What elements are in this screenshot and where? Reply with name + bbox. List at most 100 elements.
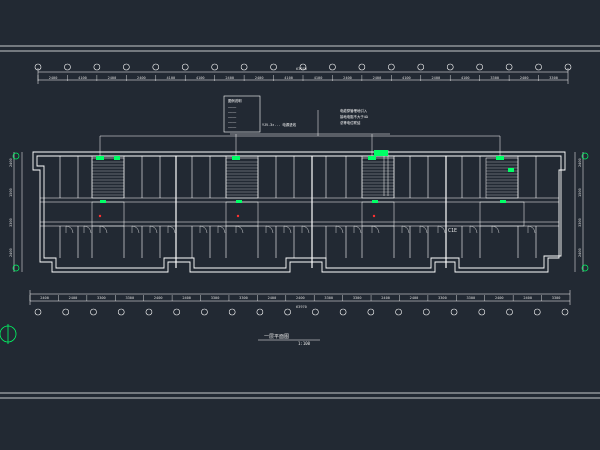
corridor-walls [40, 197, 559, 227]
north-arrow-icon [0, 324, 17, 344]
dim-label: 4100 [461, 76, 470, 80]
dim-label: 4100 [284, 76, 293, 80]
dim-label: 1500 [578, 188, 582, 197]
dim-label: 2400 [523, 296, 532, 300]
door-swing [419, 225, 428, 234]
axis-bubble [299, 63, 307, 71]
door-swing [283, 225, 292, 234]
axis-bubble [564, 63, 572, 71]
dim-label: 2400 [343, 76, 352, 80]
dim-label: 4100 [78, 76, 87, 80]
dim-label: 2400 [40, 296, 49, 300]
dim-label: 2400 [182, 296, 191, 300]
door-swing [335, 225, 344, 234]
door-swing [301, 225, 310, 234]
legend-box: 图例说明 ———— ———— ———— ———— ———— [223, 95, 261, 133]
door-swing [371, 225, 380, 234]
door-swing [437, 225, 446, 234]
top-dim-labels: 2400 4100 2400 2400 4100 4100 2400 2400 4100 4100… [37, 75, 558, 81]
dim-label: 2400 [495, 296, 504, 300]
overall-dim-bottom: 63970 [296, 305, 307, 309]
axis-bubble [64, 63, 71, 71]
door-swing [83, 225, 92, 234]
axis-bubble [256, 308, 264, 316]
dim-label: 2400 [296, 296, 305, 300]
top-axis-bubbles [34, 63, 572, 71]
dim-label: 2400 [108, 76, 117, 80]
room-tag-c1e: C1E [448, 228, 457, 234]
dim-label: 3300 [549, 76, 558, 80]
axis-bubble [181, 63, 189, 71]
dim-label: 2400 [268, 296, 277, 300]
dim-label: 4100 [196, 76, 205, 80]
dim-label: 2400 [137, 76, 146, 80]
legend-line-2: ———— [228, 110, 237, 114]
axis-bubble [505, 63, 513, 71]
door-swing [167, 225, 176, 234]
legend-line-3: ———— [228, 115, 237, 119]
building-outline [32, 151, 566, 273]
door-swing [149, 225, 158, 234]
axis-bubble [34, 308, 42, 316]
dim-label: 4100 [402, 76, 411, 80]
axis-bubble [423, 308, 430, 316]
axis-bubble [506, 308, 513, 316]
dim-label: 3300 [578, 218, 582, 227]
dim-label: 3300 [211, 296, 220, 300]
dim-label: 2400 [410, 296, 419, 300]
legend-line-5: ———— [228, 125, 237, 129]
axis-bubble [476, 63, 483, 71]
axis-bubble [367, 308, 375, 316]
axis-bubble [145, 308, 153, 316]
dim-label: 3300 [552, 296, 561, 300]
axis-bubble [533, 308, 541, 316]
drawing-caption: 一层平面图 [264, 334, 289, 340]
dim-label: 4100 [314, 76, 323, 80]
dim-label: 3300 [97, 296, 106, 300]
axis-bubble [450, 308, 458, 316]
axis-bubble [240, 63, 248, 71]
dim-label: 2400 [9, 158, 13, 167]
right-note-1: 电缆穿管埋地引入 [340, 108, 368, 113]
axis-bubble [123, 63, 130, 71]
dim-label: 3300 [490, 76, 499, 80]
door-swing [131, 225, 140, 234]
dim-label: 3300 [438, 296, 447, 300]
axis-bubble [329, 63, 336, 71]
door-swings [65, 225, 536, 234]
door-swing [353, 225, 362, 234]
drawing-scale: 1:100 [298, 341, 311, 346]
partition-walls [59, 156, 537, 268]
legend-line-1: ———— [228, 105, 237, 109]
door-swing [527, 225, 536, 234]
door-swing [469, 225, 478, 234]
door-swing [217, 225, 226, 234]
left-dimension-chain [13, 152, 23, 272]
axis-bubble [395, 308, 402, 316]
axis-bubble [201, 308, 208, 316]
axis-bubble [152, 63, 160, 71]
dim-label: 2400 [381, 296, 390, 300]
door-swing [199, 225, 208, 234]
overall-dim-top: 63970 [296, 67, 307, 71]
left-axis-bubbles [12, 152, 20, 272]
dim-label: 3300 [467, 296, 476, 300]
axis-bubble [478, 308, 486, 316]
dim-label: 3300 [239, 296, 248, 300]
axis-bubble [339, 308, 347, 316]
right-dimension-chain [574, 152, 584, 272]
dim-label: 2400 [69, 296, 78, 300]
dim-label: 1500 [9, 188, 13, 197]
power-inlet-note: YJV-3×... 电源进线 [262, 122, 297, 127]
door-swing [401, 225, 410, 234]
bottom-dim-labels: 2400 2400 3300 3300 2400 2400 3300 3300 2400 2400… [29, 295, 561, 301]
dim-label: 2400 [49, 76, 58, 80]
green-devices [96, 150, 514, 203]
axis-bubble [417, 63, 425, 71]
axis-bubble [388, 63, 395, 71]
axis-bubble [312, 308, 319, 316]
dim-label: 2400 [373, 76, 382, 80]
dim-label: 2400 [432, 76, 441, 80]
